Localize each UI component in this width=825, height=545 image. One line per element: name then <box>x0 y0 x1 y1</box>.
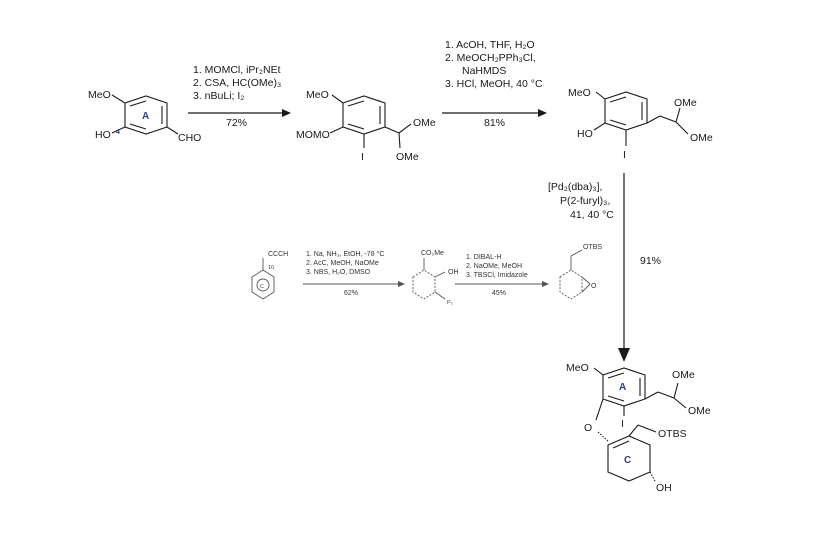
epoxide-o-label: O <box>591 283 597 290</box>
product-ome-label-2: OMe <box>688 405 711 417</box>
product-ome-label-1: OMe <box>672 369 695 381</box>
start-meo-label: MeO <box>88 89 111 101</box>
step2: 1. AcOH, THF, H₂O 2. MeOCH₂PPh₃Cl, NaHMD… <box>442 39 547 129</box>
acetal-meo-label: MeO <box>306 89 329 101</box>
ester-co2me-label: CO₂Me <box>421 250 444 257</box>
compound-acetal-iodide: MeO MOMO I OMe OMe <box>296 89 436 163</box>
product-ether-o-label: O <box>584 422 592 434</box>
compound-ester: CO₂Me OH P₂ <box>412 250 459 306</box>
step5-condition-3: 3. TBSCl, Imidazole <box>466 272 528 279</box>
step2-condition-3: NaHMDS <box>462 65 506 77</box>
start-ho-label: HO <box>95 129 111 141</box>
acetal-ome-label-1: OMe <box>413 117 436 129</box>
step3-condition-2: P(2-furyl)₃, <box>560 195 610 207</box>
compound-aromatic: CCCH 10 C <box>251 251 288 300</box>
step5-yield: 45% <box>492 290 506 297</box>
step2-condition-4: 3. HCl, MeOH, 40 °C <box>445 78 543 90</box>
compound-homologated: MeO HO I OMe OMe <box>568 87 713 161</box>
step1-condition-1: 1. MOMCl, iPr₂NEt <box>193 64 281 76</box>
product-oh-label: OH <box>656 482 672 494</box>
step1: 1. MOMCl, iPr₂NEt 2. CSA, HC(OMe)₃ 3. nB… <box>188 64 291 129</box>
ester-p2-label: P₂ <box>447 300 453 306</box>
step2-yield: 81% <box>484 117 505 129</box>
homologated-ho-label: HO <box>577 128 593 140</box>
ester-oh-label: OH <box>448 269 459 276</box>
product-meo-label: MeO <box>566 362 589 374</box>
step4-condition-1: 1. Na, NH₃, EtOH, -78 °C <box>306 250 384 258</box>
aromatic-position-label: 10 <box>268 265 274 271</box>
homologated-ome-label-2: OMe <box>690 132 713 144</box>
start-cho-label: CHO <box>178 132 201 144</box>
step5-condition-1: 1. DIBAL-H <box>466 254 501 261</box>
product-iodo-label: I <box>621 418 624 430</box>
step2-condition-2: 2. MeOCH₂PPh₃Cl, <box>445 52 536 64</box>
step2-condition-1: 1. AcOH, THF, H₂O <box>445 39 535 51</box>
product-ring-a-label: A <box>619 382 626 393</box>
step4-condition-2: 2. AcC, MeOH, NaOMe <box>306 260 379 267</box>
product-ring-c-label: C <box>624 455 631 466</box>
start-position-label: 4 <box>116 129 120 136</box>
aromatic-ring-label: C <box>260 284 264 290</box>
homologated-meo-label: MeO <box>568 87 591 99</box>
acetal-momo-label: MOMO <box>296 129 330 141</box>
aromatic-ccch-label: CCCH <box>268 251 288 258</box>
acetal-ome-label-2: OMe <box>396 151 419 163</box>
step5: 1. DIBAL-H 2. NaOMe, MeOH 3. TBSCl, Imid… <box>455 254 549 297</box>
compound-start: MeO HO CHO A 4 <box>88 89 201 144</box>
step3-condition-3: 41, 40 °C <box>570 209 614 221</box>
step4: 1. Na, NH₃, EtOH, -78 °C 2. AcC, MeOH, N… <box>303 250 405 297</box>
homologated-ome-label-1: OMe <box>674 97 697 109</box>
step1-yield: 72% <box>226 117 247 129</box>
acetal-iodo-label: I <box>361 151 364 163</box>
step3: [Pd₂(dba)₃], P(2-furyl)₃, 41, 40 °C 91% <box>548 173 661 362</box>
homologated-iodo-label: I <box>623 149 626 161</box>
step1-condition-2: 2. CSA, HC(OMe)₃ <box>193 77 281 89</box>
step1-condition-3: 3. nBuLi; I₂ <box>193 90 244 102</box>
step5-condition-2: 2. NaOMe, MeOH <box>466 263 522 270</box>
product-otbs-label: OTBS <box>658 428 687 440</box>
step4-condition-3: 3. NBS, H₂O, DMSO <box>306 269 371 276</box>
start-ring-label: A <box>142 111 149 122</box>
epoxide-otbs-label: OTBS <box>583 244 602 251</box>
compound-epoxide: OTBS O <box>559 244 602 300</box>
compound-product: MeO A OMe OMe I O OTBS C OH <box>566 362 711 494</box>
step3-yield: 91% <box>640 255 661 267</box>
step4-yield: 62% <box>344 290 358 297</box>
step3-condition-1: [Pd₂(dba)₃], <box>548 181 602 193</box>
